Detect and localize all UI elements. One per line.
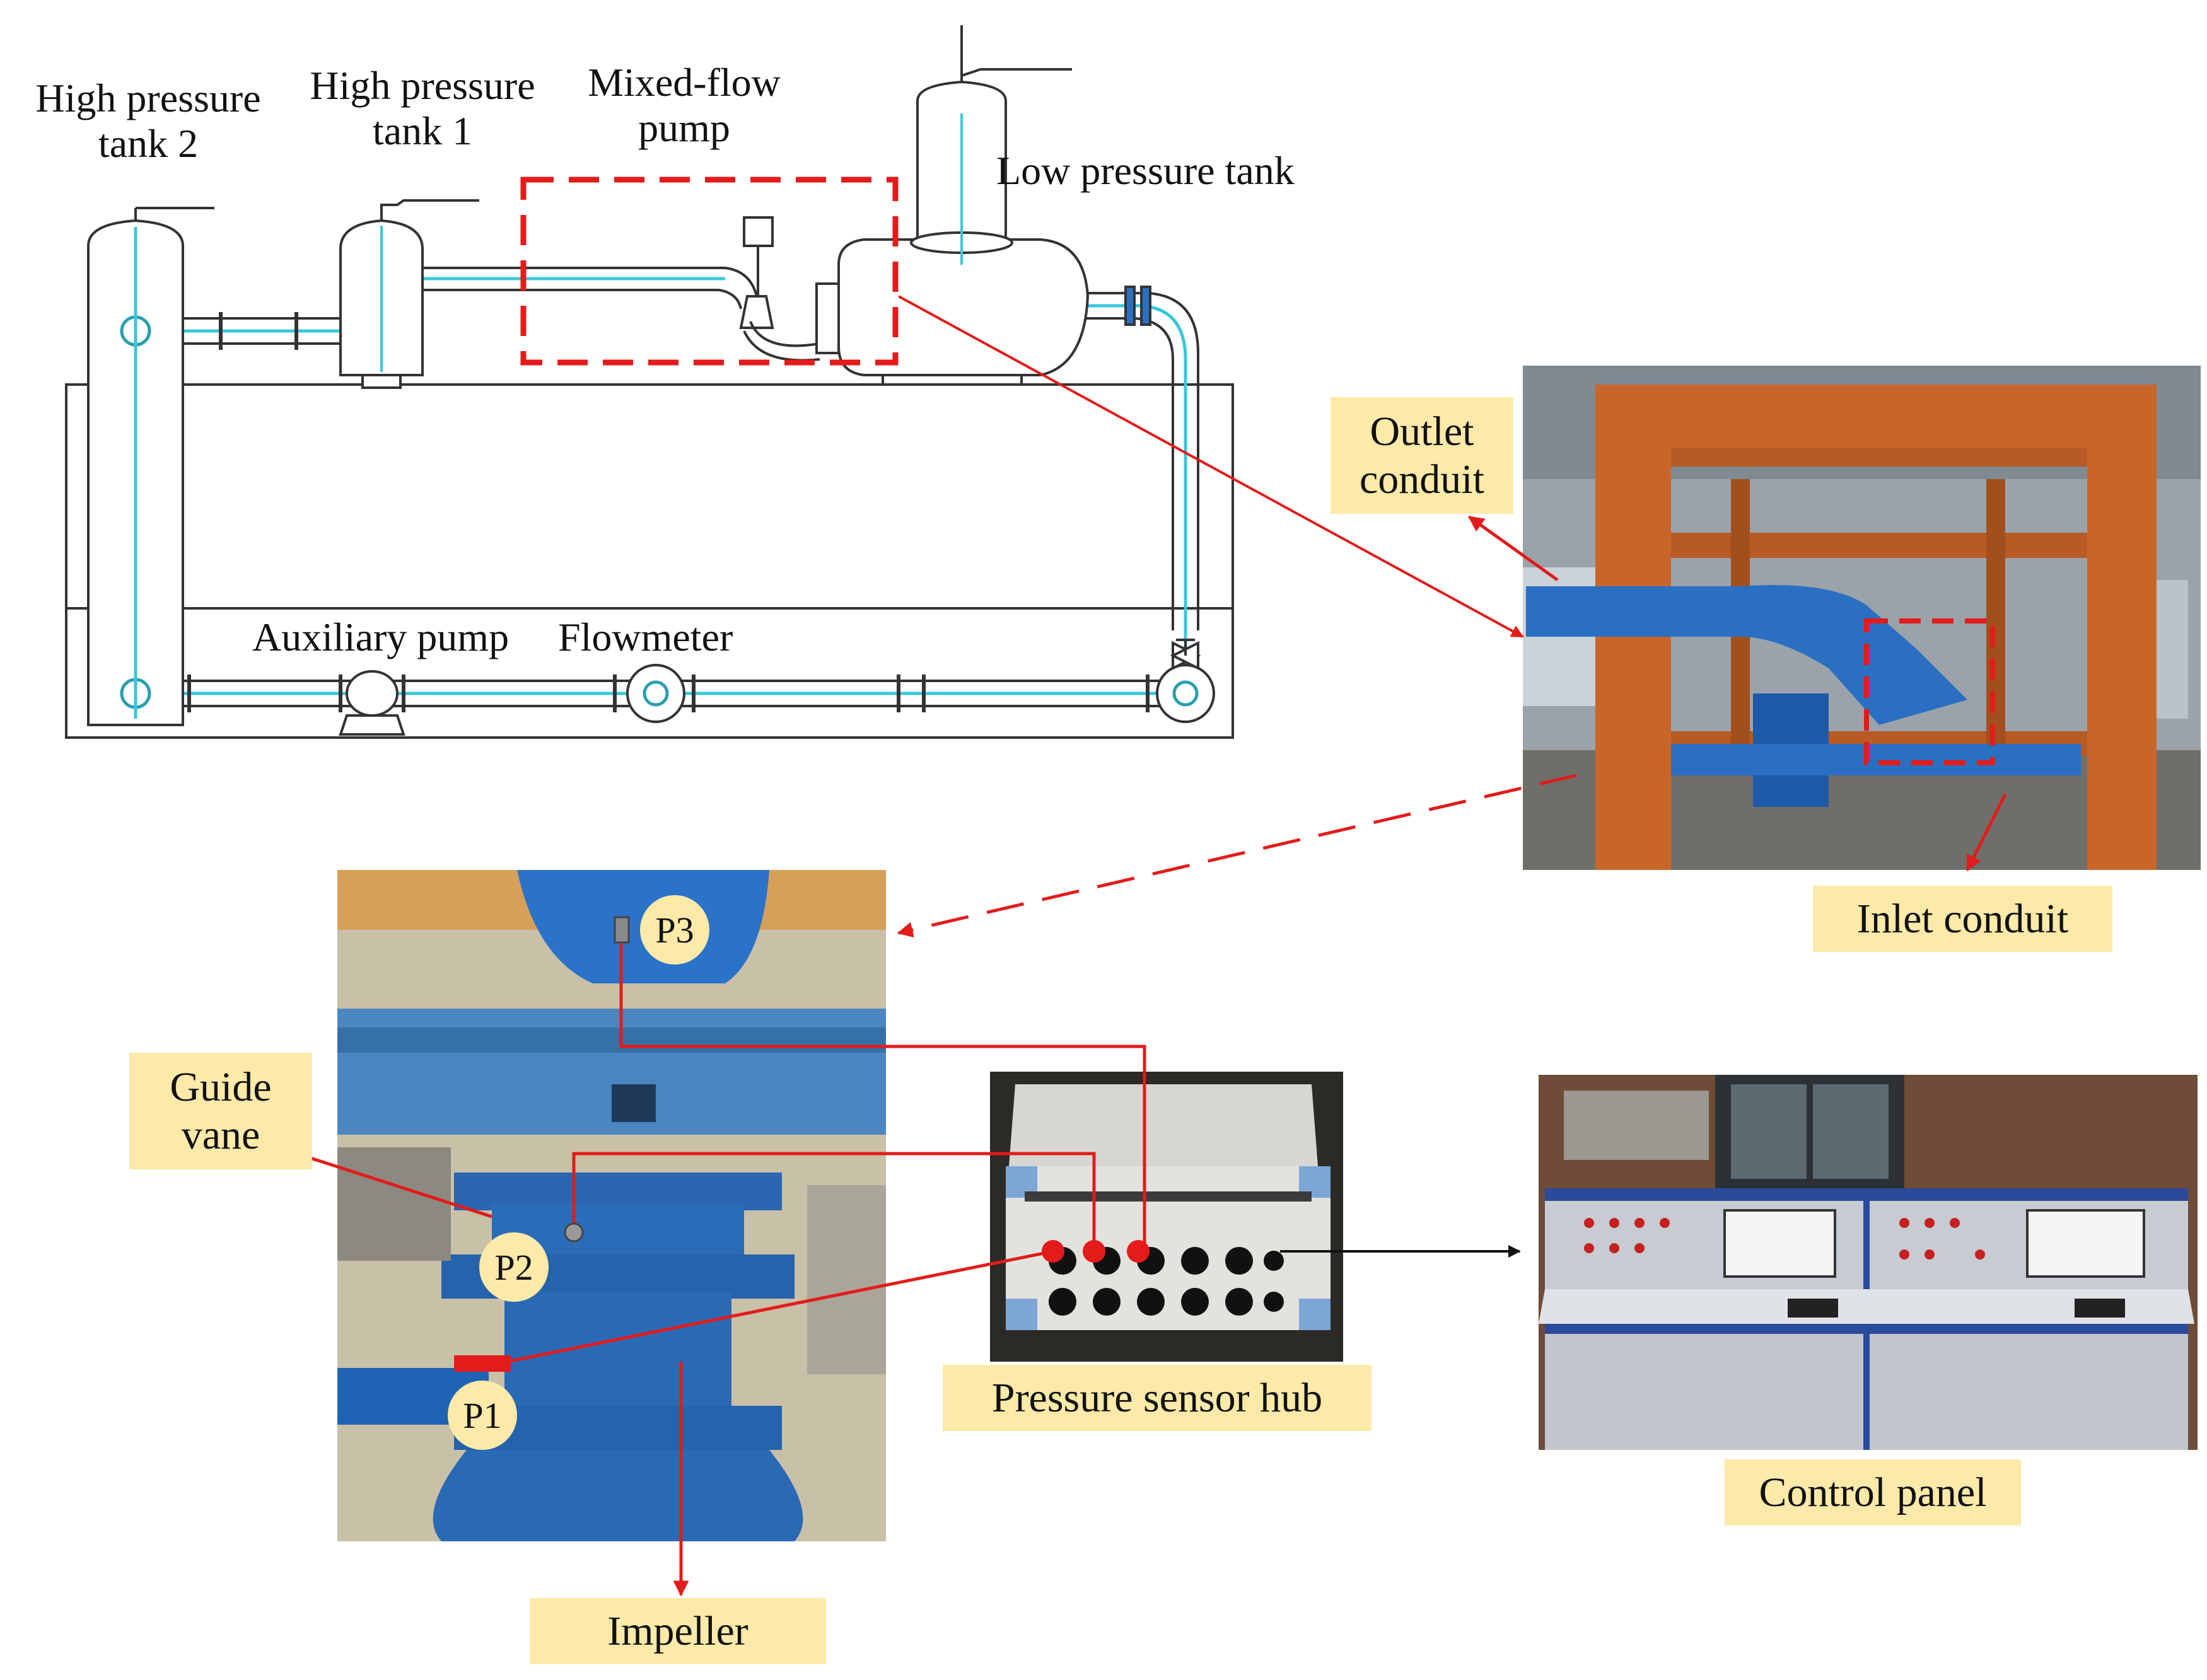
- p3-signal-wire: [619, 939, 1146, 1245]
- sensor-tag-p2: P2: [494, 1247, 533, 1288]
- label-impeller: Impeller: [530, 1598, 826, 1664]
- sensor-points: [454, 916, 1150, 1372]
- label-pressure-sensor-hub: Pressure sensor hub: [943, 1365, 1371, 1431]
- high-pressure-tank-2-drawing: [87, 207, 214, 726]
- label-mixed-flow-pump: Mixed-flow pump: [588, 60, 781, 150]
- sensor-tag-p2-badge: [479, 1232, 549, 1302]
- label-guide-vane: Guide vane: [129, 1053, 312, 1169]
- photo-to-closeup-arrow: [897, 773, 1577, 938]
- control-panel-photo: [1539, 1075, 2198, 1450]
- flowmeter-drawing: [626, 664, 685, 723]
- inlet-conduit-arrow: [1965, 793, 2007, 872]
- pipe-flanges: [187, 312, 1150, 712]
- label-low-pressure-tank: Low pressure tank: [996, 148, 1295, 193]
- auxiliary-pump-drawing: [339, 670, 405, 736]
- label-auxiliary-pump: Auxiliary pump: [252, 615, 510, 659]
- label-high-pressure-tank-1: High pressure tank 1: [310, 63, 535, 153]
- p1-signal-wire: [491, 1249, 1054, 1367]
- label-control-panel: Control panel: [1725, 1459, 2021, 1526]
- pump-highlight-box: [520, 177, 899, 366]
- label-high-pressure-tank-2: High pressure tank 2: [35, 76, 261, 166]
- low-pressure-tank-drawing: [837, 25, 1151, 385]
- pump-closeup-photo: [337, 870, 886, 1541]
- sensor-tag-p1: P1: [463, 1395, 501, 1436]
- p2-signal-wire: [572, 1152, 1096, 1245]
- pressure-sensor-hub-photo: [990, 1072, 1343, 1362]
- guide-vane-arrow: [276, 1144, 492, 1219]
- pump-to-photo-arrow: [898, 295, 1524, 638]
- callout-lines: [276, 295, 2007, 1597]
- high-pressure-tank-1-drawing: [339, 199, 479, 389]
- return-valve-drawing: [1156, 639, 1215, 723]
- label-flowmeter: Flowmeter: [558, 615, 733, 659]
- test-rig-schematic: [65, 25, 1234, 739]
- label-inlet-conduit: Inlet conduit: [1813, 886, 2112, 952]
- sensor-tag-p3: P3: [655, 910, 694, 951]
- sensor-tag-p1-badge: [448, 1381, 517, 1450]
- outlet-conduit-arrow: [1467, 515, 1559, 582]
- label-outlet-conduit: Outlet conduit: [1331, 397, 1513, 514]
- test-rig-photo: [1523, 366, 2201, 870]
- sensor-tag-p3-badge: [640, 895, 709, 965]
